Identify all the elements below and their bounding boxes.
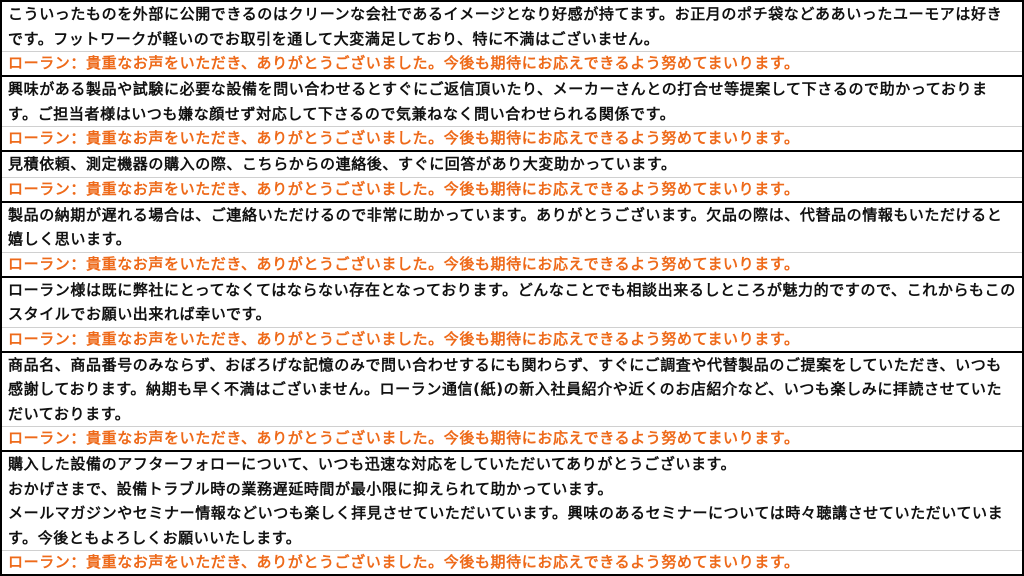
- review-entry: 製品の納期が遅れる場合は、ご連絡いただけるので非常に助かっています。ありがとうご…: [2, 203, 1022, 278]
- review-entry: 興味がある製品や試験に必要な設備を問い合わせるとすぐにご返信頂いたり、メーカーさ…: [2, 77, 1022, 152]
- company-reply: ローラン：貴重なお声をいただき、ありがとうございました。今後も期待にお応えできる…: [2, 326, 1022, 351]
- company-reply: ローラン：貴重なお声をいただき、ありがとうございました。今後も期待にお応えできる…: [2, 126, 1022, 150]
- customer-comment: 製品の納期が遅れる場合は、ご連絡いただけるので非常に助かっています。ありがとうご…: [8, 205, 1003, 249]
- customer-comment: ローラン様は既に弊社にとってなくてはならない存在となっております。どんなことでも…: [8, 280, 1016, 324]
- customer-comment: 見積依頼、測定機器の購入の際、こちらからの連絡後、すぐに回答があり大変助かってい…: [8, 155, 677, 173]
- review-entry: ローラン様は既に弊社にとってなくてはならない存在となっております。どんなことでも…: [2, 278, 1022, 353]
- review-entry: こういったものを外部に公開できるのはクリーンな会社であるイメージとなり好感が持て…: [2, 2, 1022, 77]
- company-reply: ローラン：貴重なお声をいただき、ありがとうございました。今後も期待にお応えできる…: [2, 550, 1022, 574]
- customer-comment: 興味がある製品や試験に必要な設備を問い合わせるとすぐにご返信頂いたり、メーカーさ…: [8, 80, 988, 123]
- review-entry: 購入した設備のアフターフォローについて、いつも迅速な対応をしていただいてありがと…: [2, 452, 1022, 574]
- company-reply: ローラン：貴重なお声をいただき、ありがとうございました。今後も期待にお応えできる…: [2, 51, 1022, 75]
- company-reply: ローラン：貴重なお声をいただき、ありがとうございました。今後も期待にお応えできる…: [2, 426, 1022, 450]
- company-reply: ローラン：貴重なお声をいただき、ありがとうございました。今後も期待にお応えできる…: [2, 176, 1022, 201]
- customer-comment: 購入した設備のアフターフォローについて、いつも迅速な対応をしていただいてありがと…: [8, 455, 1004, 547]
- customer-comment: こういったものを外部に公開できるのはクリーンな会社であるイメージとなり好感が持て…: [8, 5, 1003, 48]
- company-reply: ローラン：貴重なお声をいただき、ありがとうございました。今後も期待にお応えできる…: [2, 251, 1022, 276]
- review-entry: 商品名、商品番号のみならず、おぼろげな記憶のみで問い合わせするにも関わらず、すぐ…: [2, 353, 1022, 452]
- customer-comment: 商品名、商品番号のみならず、おぼろげな記憶のみで問い合わせするにも関わらず、すぐ…: [8, 355, 1003, 423]
- review-entry: 見積依頼、測定機器の購入の際、こちらからの連絡後、すぐに回答があり大変助かってい…: [2, 152, 1022, 203]
